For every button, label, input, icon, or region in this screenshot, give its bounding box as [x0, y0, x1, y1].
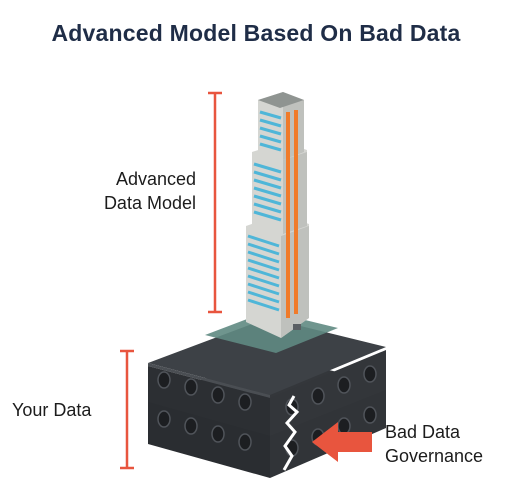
arrow-right-icon: [312, 422, 372, 462]
model-bracket: [208, 91, 222, 314]
model-label-line1: Advanced: [115, 169, 196, 189]
tower-building: [246, 92, 309, 338]
gov-label-line2: Governance: [385, 446, 484, 466]
crack-icon: [282, 395, 300, 471]
model-label-line2: Data Model: [103, 193, 196, 213]
your-data-label: Your Data: [12, 400, 92, 420]
page-title: Advanced Model Based On Bad Data: [51, 20, 461, 46]
advanced-data-model-label: Advanced Data Model: [60, 167, 196, 215]
gov-label-line1: Bad Data: [385, 422, 461, 442]
bad-data-governance-label: Bad Data Governance: [385, 420, 483, 468]
data-foundation-slabs: [148, 311, 386, 478]
data-bracket: [120, 349, 134, 470]
